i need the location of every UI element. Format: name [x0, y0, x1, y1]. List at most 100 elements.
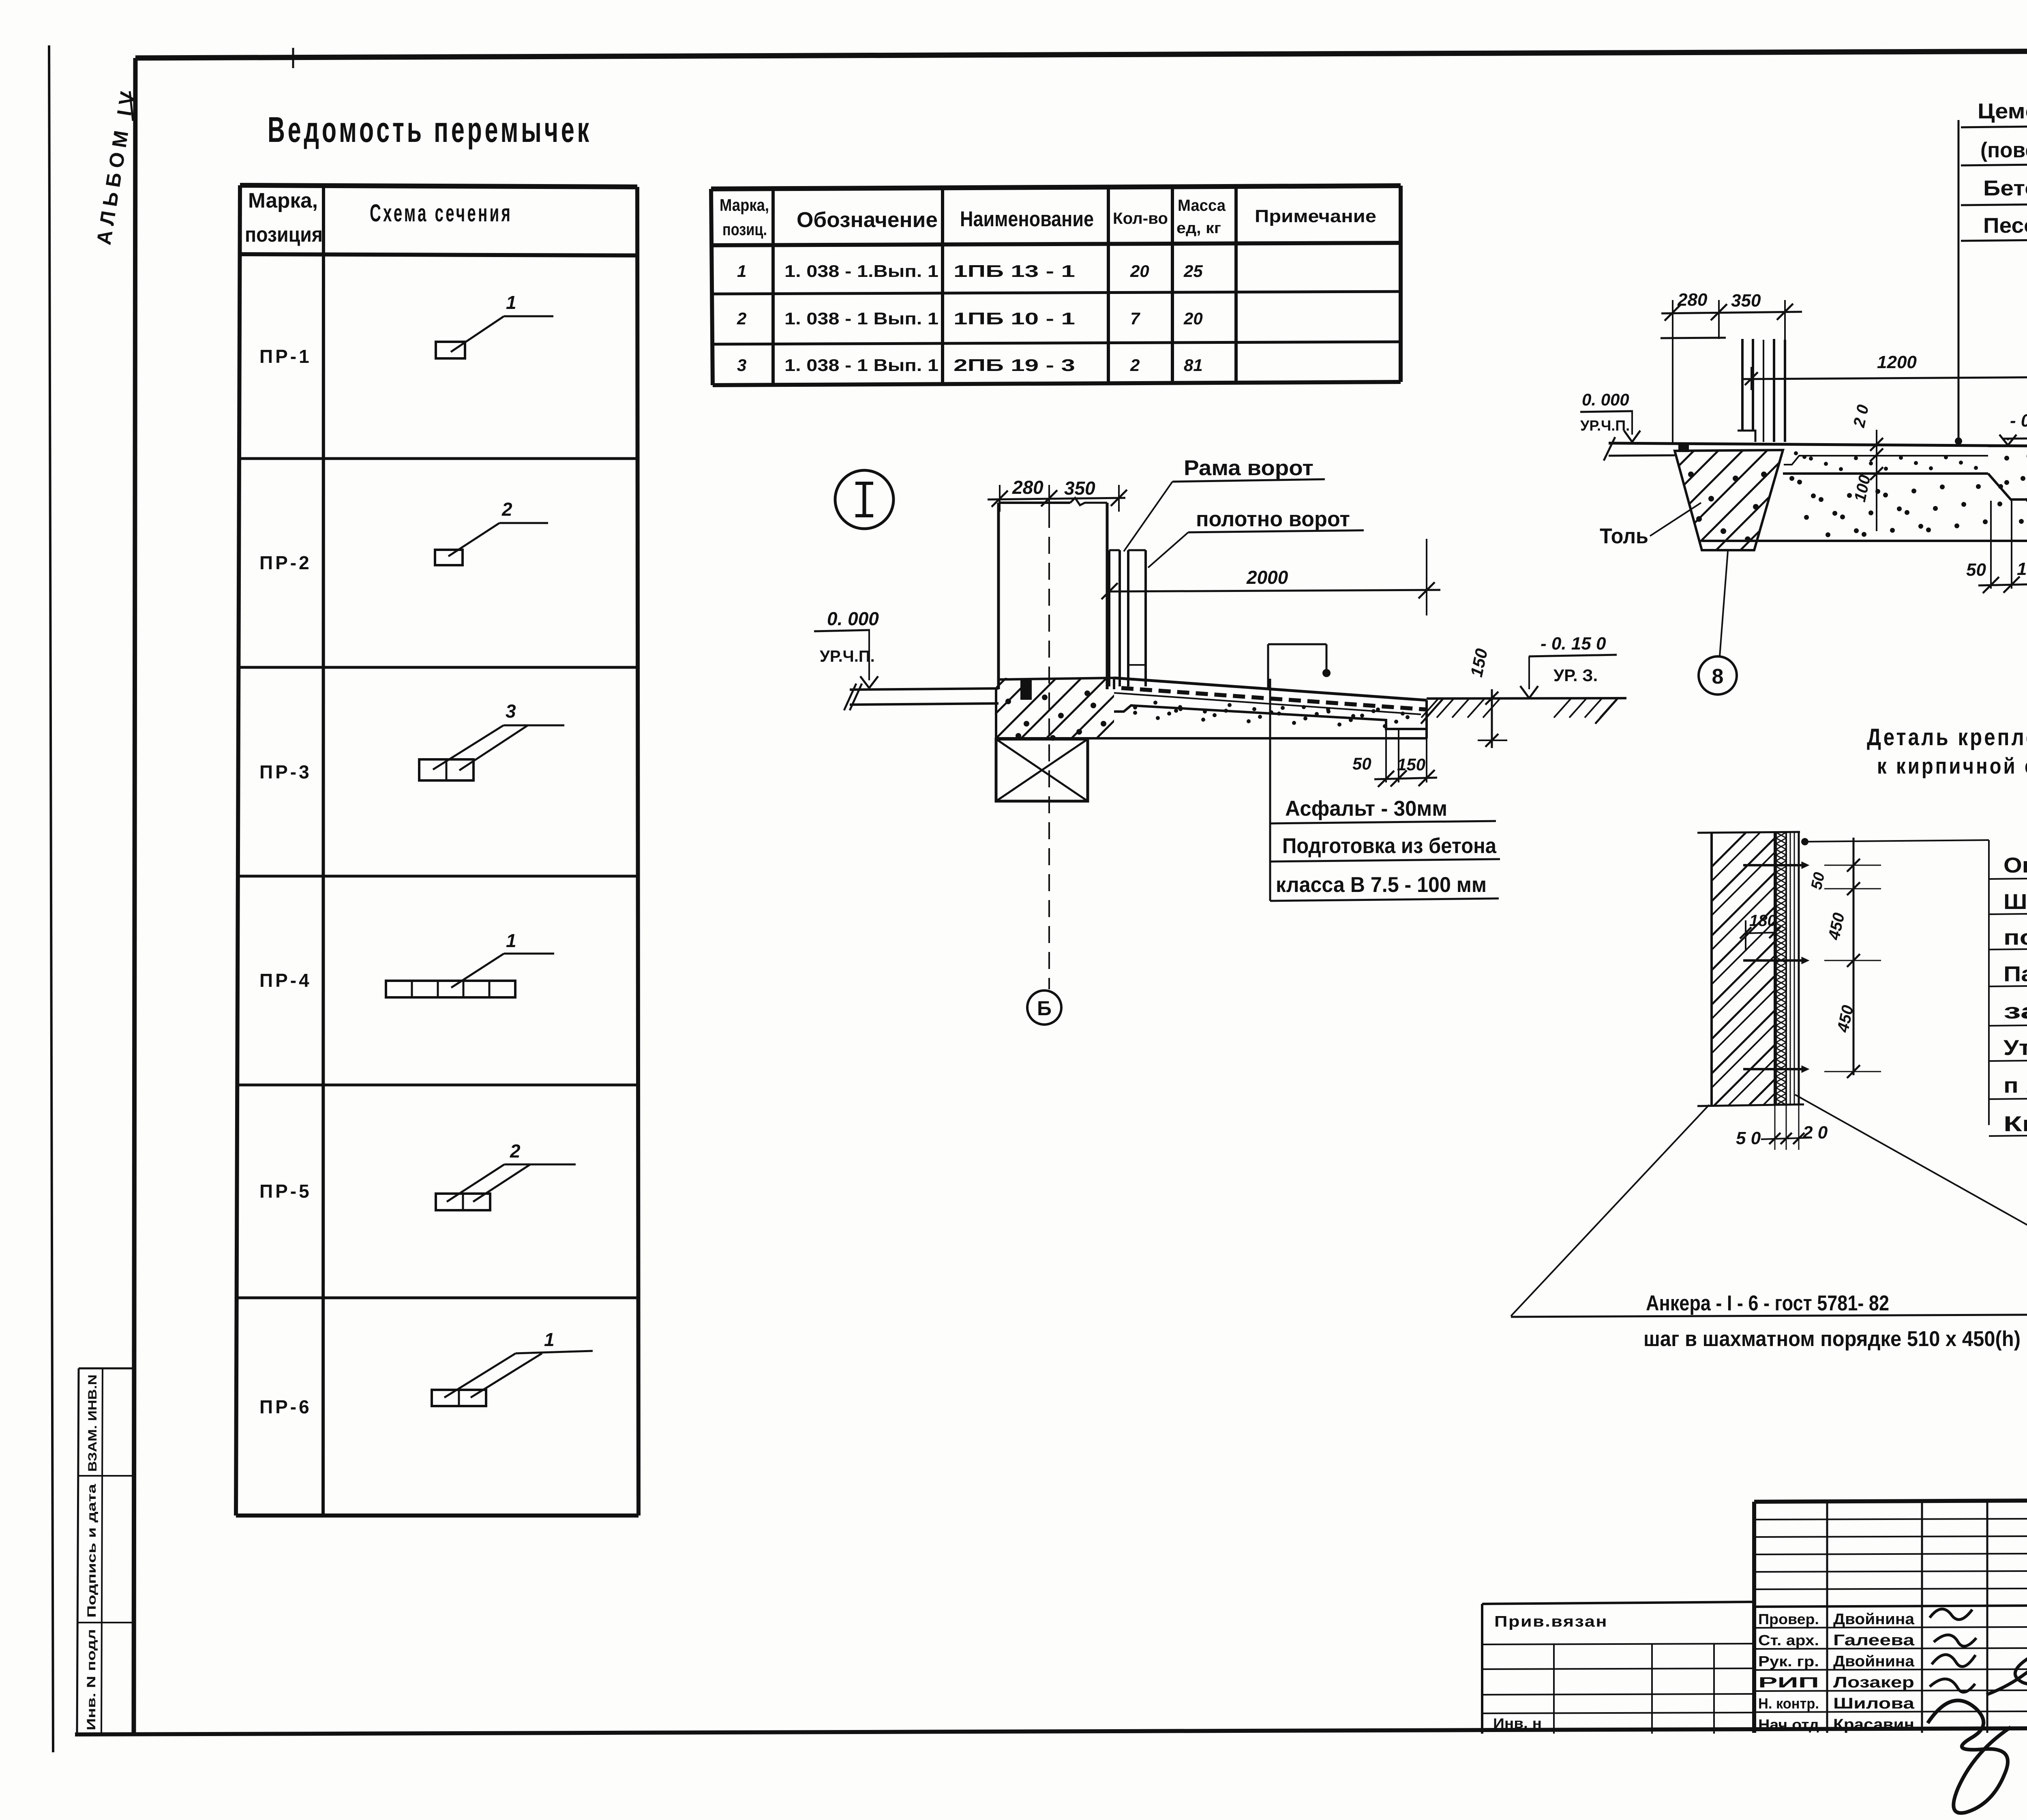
svg-text:350: 350: [1731, 291, 1761, 311]
svg-text:полотно ворот: полотно ворот: [1196, 507, 1350, 531]
svg-text:позиц.: позиц.: [722, 220, 767, 239]
svg-text:Рама ворот: Рама ворот: [1184, 456, 1313, 480]
svg-text:Двойнина: Двойнина: [1833, 1653, 1915, 1670]
svg-text:- 0. 020: - 0. 020: [2010, 411, 2027, 431]
svg-text:Инв. N подл: Инв. N подл: [85, 1629, 98, 1730]
svg-text:350: 350: [1064, 478, 1095, 499]
svg-text:Галеева: Галеева: [1833, 1632, 1915, 1649]
svg-text:Б: Б: [1037, 997, 1052, 1020]
svg-text:Деталь крепления утеплителя: Деталь крепления утеплителя: [1867, 724, 2027, 750]
svg-text:1. 038 - 1 Вып. 1: 1. 038 - 1 Вып. 1: [784, 356, 939, 375]
svg-text:20: 20: [1130, 262, 1149, 281]
svg-text:Штукатурка сложным раствором: Штукатурка сложным раствором: [2003, 890, 2027, 914]
svg-text:Лозакер: Лозакер: [1833, 1674, 1914, 1691]
svg-text:Марка,: Марка,: [720, 195, 769, 214]
svg-text:Асфальт - 30мм: Асфальт - 30мм: [1285, 797, 1447, 821]
svg-text:1. 038 - 1.Вып. 1: 1. 038 - 1.Вып. 1: [784, 262, 939, 281]
svg-text:280: 280: [1677, 290, 1708, 310]
svg-text:по сетке - 20 мм: по сетке - 20 мм: [2003, 926, 2027, 950]
svg-text:Рук. гр.: Рук. гр.: [1758, 1653, 1819, 1670]
svg-text:- 0. 15 0: - 0. 15 0: [1541, 634, 1606, 654]
svg-text:50: 50: [1966, 560, 1986, 580]
svg-text:УР.Ч.П.: УР.Ч.П.: [820, 647, 875, 665]
svg-text:шаг в шахматном порядке 510 х: шаг в шахматном порядке 510 х 450(h): [1643, 1327, 2021, 1351]
svg-text:180: 180: [1749, 912, 1776, 930]
svg-text:25: 25: [1183, 262, 1203, 281]
svg-text:Схема сечения: Схема сечения: [370, 199, 512, 227]
svg-text:2: 2: [737, 309, 746, 328]
svg-text:ПР-1: ПР-1: [259, 346, 312, 367]
svg-text:Наименование: Наименование: [960, 207, 1094, 231]
svg-text:Ведомость перемычек: Ведомость перемычек: [268, 109, 592, 150]
svg-text:Масса: Масса: [1178, 197, 1226, 214]
svg-text:2: 2: [1130, 356, 1140, 375]
svg-text:1. 038 - 1 Вып. 1: 1. 038 - 1 Вып. 1: [784, 309, 939, 328]
svg-text:2 0: 2 0: [1802, 1123, 1828, 1143]
svg-text:позиция: позиция: [245, 223, 323, 247]
svg-text:ПР-5: ПР-5: [259, 1181, 312, 1202]
svg-text:1ПБ 10 - 1: 1ПБ 10 - 1: [954, 309, 1075, 328]
svg-text:Прив.вязан: Прив.вязан: [1494, 1613, 1608, 1630]
svg-text:50: 50: [1808, 871, 1828, 891]
svg-text:Анкера - I - 6 - гост 5781- 82: Анкера - I - 6 - гост 5781- 82: [1646, 1291, 1889, 1315]
svg-text:ПР-3: ПР-3: [259, 761, 312, 782]
svg-text:280: 280: [1012, 477, 1043, 498]
svg-text:Провер.: Провер.: [1758, 1611, 1819, 1627]
svg-text:5 0: 5 0: [1736, 1128, 1761, 1148]
svg-text:Цементно- песчаный раствор м2: Цементно- песчаный раствор м200-20мм: [1978, 99, 2027, 123]
svg-text:Кирпичная стена: Кирпичная стена: [2003, 1112, 2027, 1136]
svg-text:Ст. арх.: Ст. арх.: [1758, 1632, 1819, 1649]
svg-text:Марка,: Марка,: [248, 189, 318, 212]
svg-text:1200: 1200: [1877, 352, 1917, 372]
svg-text:81: 81: [1184, 356, 1203, 375]
svg-text:7: 7: [1130, 309, 1140, 328]
svg-text:Окраска поливинилацетатная ВА: Окраска поливинилацетатная ВА - 27 А: [2003, 853, 2027, 877]
svg-text:за 1 раз: за 1 раз: [2003, 999, 2027, 1023]
svg-text:0. 000: 0. 000: [1582, 390, 1629, 409]
svg-text:Утеплитель - минераловатные п: Утеплитель - минераловатные плиты: [2003, 1036, 2027, 1060]
svg-text:2: 2: [510, 1140, 521, 1162]
svg-text:Подготовка из бетона: Подготовка из бетона: [1282, 834, 1496, 858]
svg-text:п 125 - 1000. 500. 50: п 125 - 1000. 500. 50 гост 9573 - 82: [2003, 1074, 2027, 1098]
svg-text:2: 2: [501, 499, 512, 520]
svg-text:8: 8: [1712, 665, 1724, 688]
svg-text:УР.Ч.П.: УР.Ч.П.: [1580, 417, 1630, 434]
svg-text:50: 50: [1352, 754, 1371, 773]
svg-text:ПР-6: ПР-6: [259, 1396, 312, 1417]
svg-text:150: 150: [1397, 755, 1425, 774]
svg-text:1: 1: [506, 292, 516, 313]
svg-text:Кол-во: Кол-во: [1113, 210, 1168, 227]
svg-text:1: 1: [506, 930, 516, 951]
svg-text:2ПБ 19 - 3: 2ПБ 19 - 3: [954, 356, 1075, 375]
svg-text:Двойнина: Двойнина: [1833, 1611, 1915, 1628]
svg-text:класса В 7.5 - 100 мм: класса В 7.5 - 100 мм: [1276, 873, 1487, 897]
svg-text:РИП: РИП: [1758, 1674, 1819, 1691]
svg-text:ПР-2: ПР-2: [259, 552, 312, 573]
svg-text:Толь: Толь: [1600, 524, 1648, 548]
svg-text:Обозначение: Обозначение: [797, 208, 938, 232]
svg-text:Н. контр.: Н. контр.: [1758, 1695, 1819, 1712]
svg-text:ВЗАМ. ИНВ.N: ВЗАМ. ИНВ.N: [86, 1374, 99, 1472]
svg-text:Нач.отд: Нач.отд: [1758, 1716, 1819, 1733]
svg-text:2000: 2000: [1246, 567, 1288, 588]
svg-text:Примечание: Примечание: [1255, 206, 1376, 226]
svg-text:Подпись и дата: Подпись и дата: [85, 1484, 99, 1618]
svg-text:1: 1: [544, 1329, 555, 1350]
svg-text:ед, кг: ед, кг: [1176, 220, 1221, 237]
svg-text:Шилова: Шилова: [1833, 1695, 1915, 1712]
svg-text:3: 3: [737, 356, 746, 375]
svg-text:1: 1: [737, 262, 746, 281]
svg-text:ПР-4: ПР-4: [259, 970, 312, 991]
svg-text:Песок, уплотненный щебнем: Песок, уплотненный щебнем: [1983, 214, 2027, 238]
svg-text:(поверхность зажелезнить): (поверхность зажелезнить): [1980, 138, 2027, 162]
svg-text:Бетон класса В 7.5 - 100: Бетон класса В 7.5 - 100 мм: [1983, 176, 2027, 200]
svg-text:3: 3: [506, 701, 516, 722]
svg-text:Пароизоляция - обмазка битум: Пароизоляция - обмазка битумом: [2003, 962, 2027, 986]
svg-text:0. 000: 0. 000: [827, 608, 879, 629]
svg-text:100: 100: [2017, 559, 2027, 579]
svg-text:1ПБ 13 - 1: 1ПБ 13 - 1: [954, 262, 1075, 281]
svg-text:Инв. н: Инв. н: [1493, 1716, 1542, 1731]
svg-text:УР. З.: УР. З.: [1553, 666, 1598, 685]
svg-text:к кирпичной стене: к кирпичной стене: [1877, 753, 2027, 778]
svg-text:20: 20: [1183, 309, 1203, 328]
